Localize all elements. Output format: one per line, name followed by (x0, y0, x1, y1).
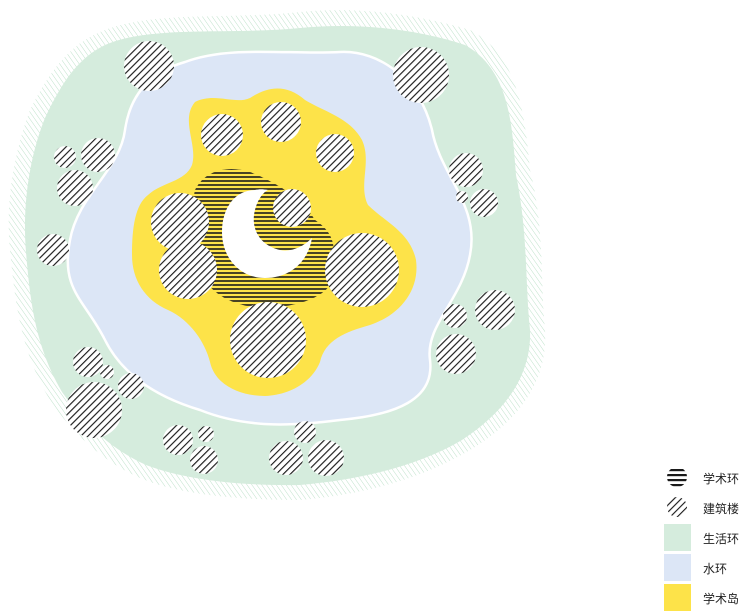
building (325, 233, 399, 307)
legend-label: 生活环 (703, 532, 740, 546)
legend-label: 水环 (703, 562, 728, 576)
building (159, 241, 217, 299)
building (470, 189, 498, 217)
legend-item-buildings: 建筑楼 (664, 494, 744, 524)
building (449, 153, 483, 187)
building (261, 102, 301, 142)
building (163, 425, 193, 455)
building (151, 193, 209, 251)
building (73, 347, 103, 377)
courtyard-center (222, 189, 312, 278)
academic-island-swatch (664, 584, 691, 611)
building (66, 382, 122, 438)
legend-label: 学术环 (703, 472, 740, 486)
building (37, 234, 69, 266)
building (230, 302, 306, 378)
building (198, 426, 214, 442)
building (456, 191, 468, 203)
buildings (37, 41, 515, 476)
building (316, 134, 354, 172)
building (57, 170, 93, 206)
legend-item-life-ring: 生活环 (664, 524, 744, 554)
legend-item-water-ring: 水环 (664, 554, 744, 584)
diagonal-hatch-circle-icon (667, 497, 687, 517)
building (201, 114, 243, 156)
legend-item-academic-island: 学术岛 (664, 584, 744, 614)
building (54, 146, 76, 168)
building (118, 373, 144, 399)
building (269, 441, 303, 475)
building (100, 365, 114, 379)
building (81, 138, 115, 172)
building (436, 334, 476, 374)
legend-label: 学术岛 (703, 592, 740, 606)
building (294, 421, 316, 443)
building (273, 189, 311, 227)
water-ring-swatch (664, 554, 691, 581)
life-ring-swatch (664, 524, 691, 551)
building (443, 304, 467, 328)
legend: 学术环 建筑楼 生活环 水环 学术岛 (664, 464, 744, 614)
building (190, 446, 218, 474)
building (393, 47, 449, 103)
legend-label: 建筑楼 (703, 502, 740, 516)
building (308, 440, 344, 476)
building (475, 290, 515, 330)
horizontal-hatch-circle-icon (667, 469, 687, 487)
legend-item-academic-ring: 学术环 (664, 464, 744, 494)
building (124, 41, 174, 91)
